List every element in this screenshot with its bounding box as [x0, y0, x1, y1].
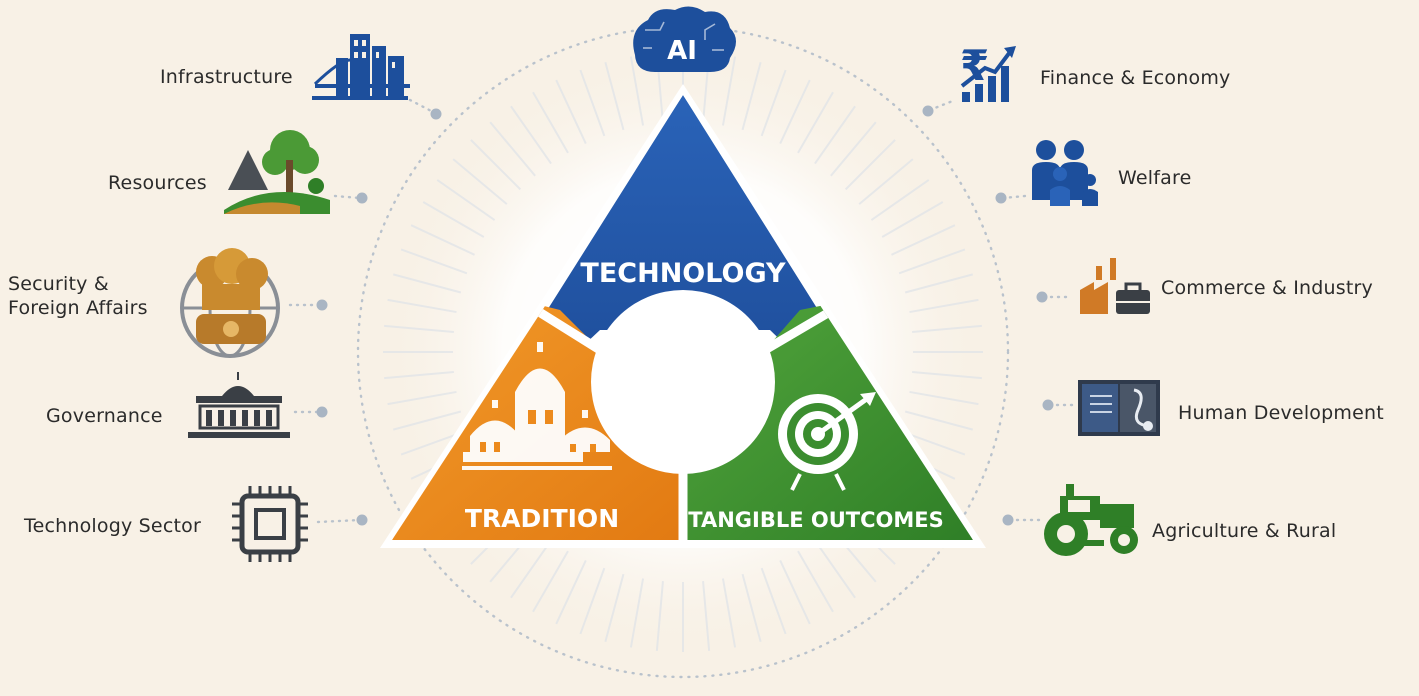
- technology-title: TECHNOLOGY: [580, 258, 786, 289]
- sunburst-ray: [912, 371, 982, 380]
- sunburst-ray: [384, 371, 454, 380]
- sunburst-ray: [779, 560, 811, 625]
- sunburst-ray: [532, 550, 569, 613]
- sunburst-ray: [579, 567, 606, 635]
- label-agriculture-rural: Agriculture & Rural: [1152, 520, 1337, 542]
- label-infrastructure: Infrastructure: [160, 66, 293, 88]
- sunburst-ray: [400, 248, 468, 275]
- parliament-building-icon: [188, 372, 290, 438]
- tree-landscape-icon: [224, 130, 330, 214]
- outcomes-title: TANGIBLE OUTCOMES: [688, 508, 943, 532]
- target-icon: [778, 392, 876, 491]
- sunburst-ray: [909, 390, 979, 406]
- sunburst-ray: [830, 121, 877, 177]
- right-connectors: [928, 98, 1077, 522]
- sunburst-ray: [844, 139, 896, 191]
- center-circle: [591, 290, 775, 474]
- sunburst-ray: [814, 539, 856, 599]
- label-human-development: Human Development: [1178, 402, 1384, 424]
- sunburst-ray: [898, 248, 966, 275]
- bridge-buildings-icon: [312, 34, 410, 100]
- sunburst-ray: [721, 578, 737, 648]
- sunburst-ray: [760, 69, 787, 137]
- temple-windows: [480, 410, 596, 452]
- left-connectors: [288, 98, 437, 524]
- sunburst-ray: [870, 179, 930, 221]
- sunburst-ray: [912, 324, 982, 333]
- sunburst-ray: [814, 105, 856, 165]
- sunburst-ray: [702, 581, 711, 651]
- sunburst-ray: [629, 56, 645, 126]
- book-stethoscope-icon: [1078, 380, 1160, 436]
- label-security-foreign-affairs: Security & Foreign Affairs: [8, 273, 148, 319]
- tractor-icon: [1044, 484, 1138, 556]
- sunburst-ray: [579, 69, 606, 137]
- label-welfare: Welfare: [1118, 167, 1192, 189]
- label-resources: Resources: [108, 172, 207, 194]
- family-icon: [1032, 140, 1098, 206]
- sunburst-ray: [387, 390, 457, 406]
- sunburst-ray: [510, 105, 552, 165]
- sunburst-ray: [470, 139, 522, 191]
- sunburst-ray: [604, 573, 625, 643]
- sunburst-ray: [410, 224, 475, 256]
- sunburst-ray: [392, 273, 462, 294]
- national-emblem-icon: [180, 248, 280, 358]
- sunburst-ray: [858, 158, 914, 205]
- sunburst-ray: [741, 61, 762, 131]
- sunburst-ray: [629, 578, 645, 648]
- sunburst-ray: [655, 581, 664, 651]
- label-technology-sector: Technology Sector: [24, 515, 201, 537]
- sunburst-ray: [489, 121, 536, 177]
- label-finance-economy: Finance & Economy: [1040, 67, 1231, 89]
- label-commerce-industry: Commerce & Industry: [1161, 277, 1373, 299]
- sunburst-ray: [392, 410, 462, 431]
- rupee-growth-chart-icon: ₹: [960, 41, 1016, 102]
- sunburst-ray: [797, 91, 834, 154]
- sunburst-ray: [904, 273, 974, 294]
- sunburst-ray: [384, 324, 454, 333]
- sunburst-ray: [436, 179, 496, 221]
- tradition-title: TRADITION: [465, 504, 619, 533]
- sunburst-ray: [797, 550, 834, 613]
- sunburst-ray: [779, 79, 811, 144]
- sunburst-ray: [555, 79, 587, 144]
- microchip-icon: [232, 486, 308, 562]
- left-connector-dots: [316, 108, 442, 526]
- sunburst-ray: [422, 201, 485, 238]
- sunburst-ray: [510, 539, 552, 599]
- factory-briefcase-icon: [1080, 258, 1150, 314]
- sunburst-ray: [891, 224, 956, 256]
- sunburst-ray: [604, 61, 625, 131]
- ai-badge-text: AI: [667, 36, 697, 66]
- sunburst-ray: [909, 298, 979, 314]
- sunburst-ray: [760, 567, 787, 635]
- temple-icon: [462, 342, 612, 470]
- technology-segment: [440, 95, 925, 480]
- sunburst-ray: [904, 410, 974, 431]
- right-connector-dots: [922, 105, 1054, 526]
- sunburst-ray: [387, 298, 457, 314]
- ai-brain-icon: AI: [633, 6, 736, 73]
- sunburst-ray: [881, 201, 944, 238]
- sunburst-ray: [555, 560, 587, 625]
- sunburst-ray: [741, 573, 762, 643]
- sunburst-ray: [721, 56, 737, 126]
- sunburst-ray: [452, 158, 508, 205]
- dotted-ring: [356, 25, 1010, 679]
- label-governance: Governance: [46, 405, 163, 427]
- sunburst-ray: [532, 91, 569, 154]
